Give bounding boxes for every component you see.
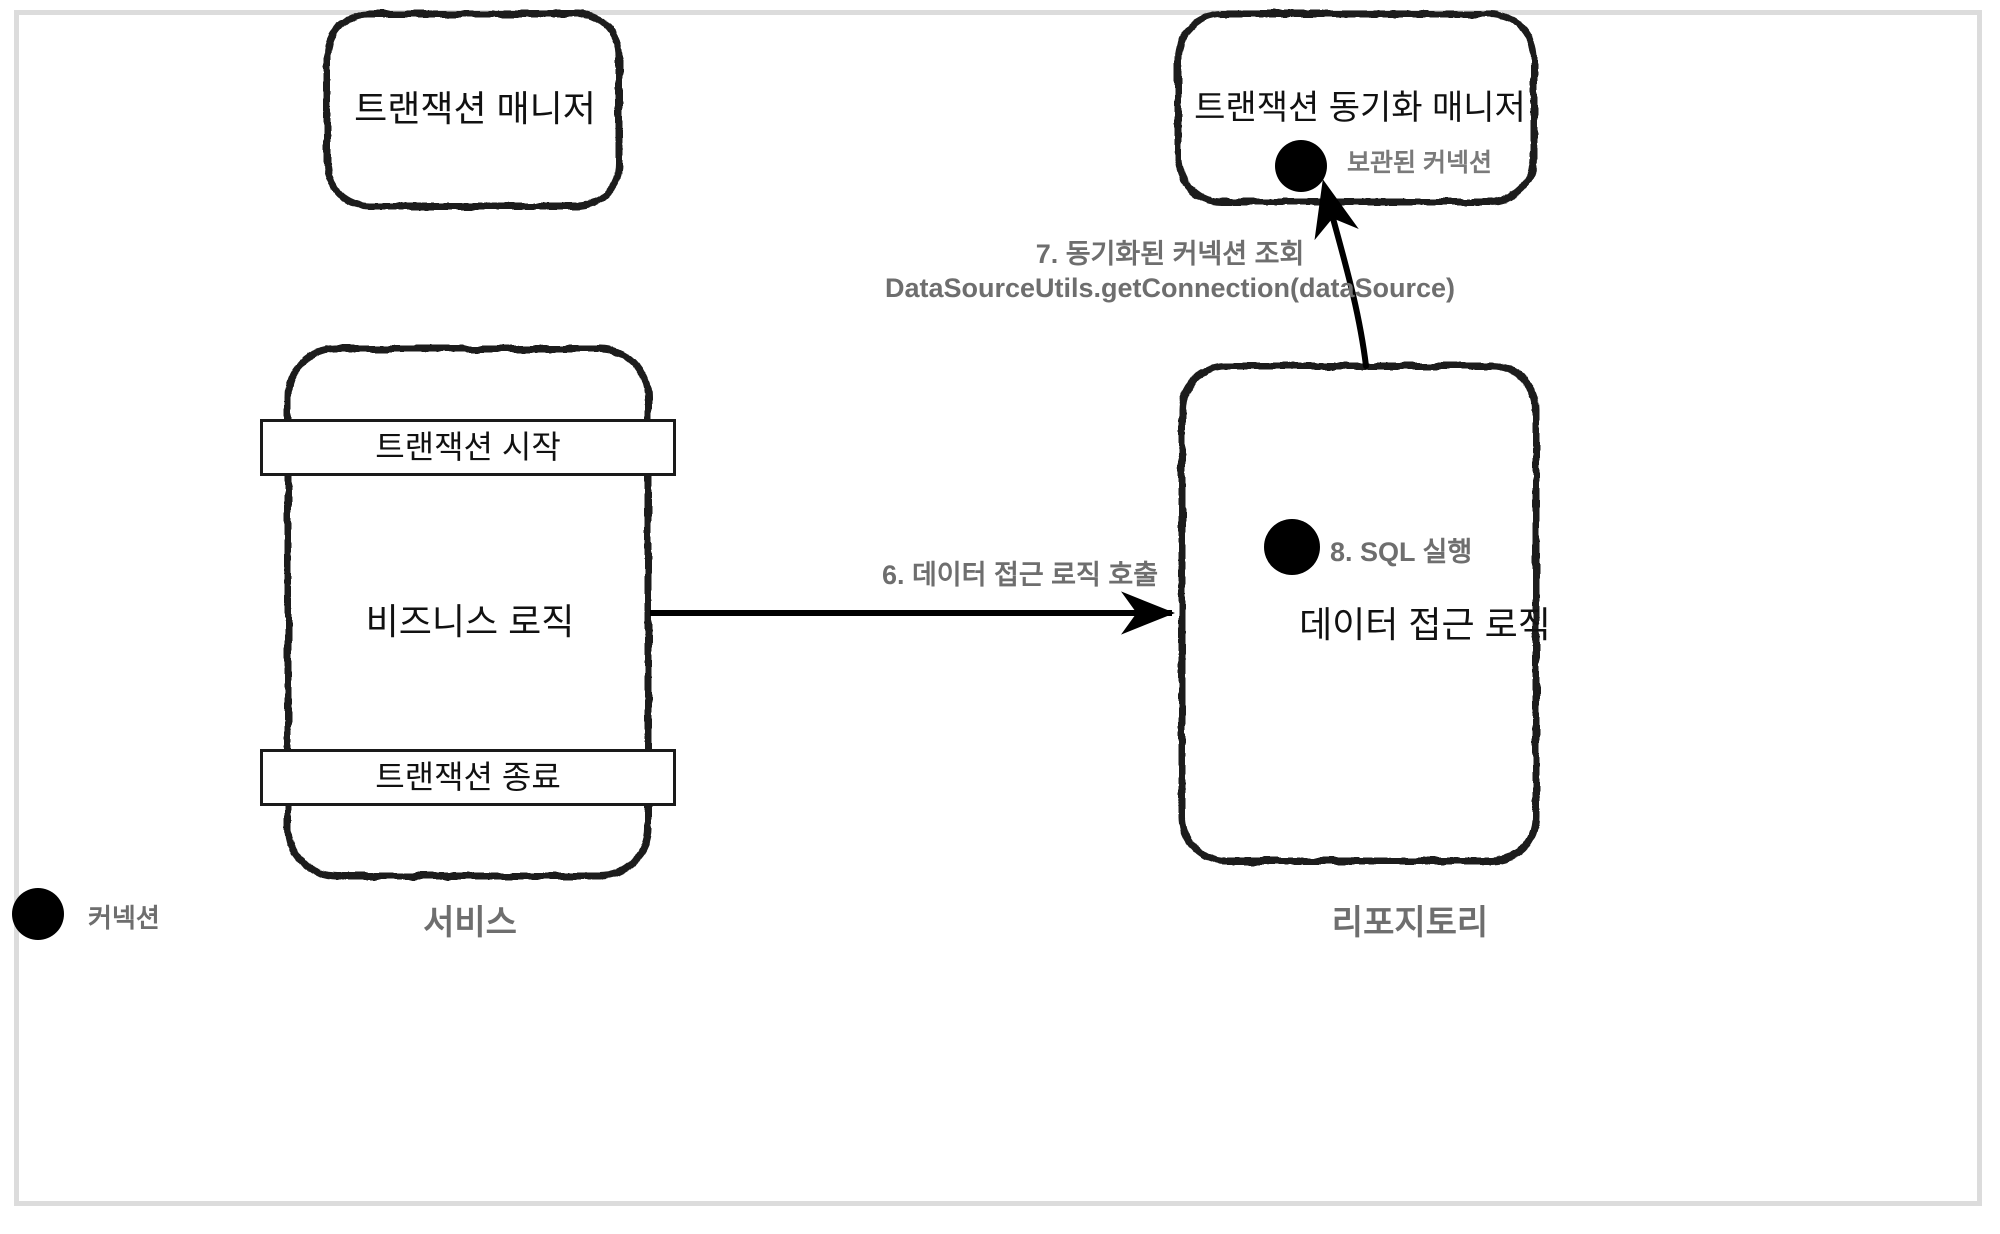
service-group-label: 서비스 xyxy=(423,904,517,942)
transaction-sync-manager-label: 트랜잭션 동기화 매니저 xyxy=(1194,89,1526,127)
transaction-end-label: 트랜잭션 종료 xyxy=(375,759,561,795)
transaction-end-band[interactable]: 트랜잭션 종료 xyxy=(260,749,676,806)
legend-connection-dot-icon xyxy=(12,888,64,940)
transaction-begin-label: 트랜잭션 시작 xyxy=(375,429,561,465)
data-access-logic-label: 데이터 접근 로직 xyxy=(1299,604,1551,645)
edge-6-label: 6. 데이터 접근 로직 호출 xyxy=(881,560,1159,590)
edge-7-label-line2: DataSourceUtils.getConnection(dataSource… xyxy=(884,272,1456,303)
legend-connection-label: 커넥션 xyxy=(88,903,160,933)
business-logic-label: 비즈니스 로직 xyxy=(365,601,575,642)
transaction-begin-band[interactable]: 트랜잭션 시작 xyxy=(260,419,676,476)
edge-7-label: 7. 동기화된 커넥션 조회 DataSourceUtils.getConnec… xyxy=(770,238,1570,306)
repository-group-label: 리포지토리 xyxy=(1331,904,1489,942)
stored-connection-label: 보관된 커넥션 xyxy=(1347,149,1492,177)
connection-dot-sync-manager xyxy=(1275,140,1327,192)
connection-dot-repository xyxy=(1264,519,1320,575)
transaction-manager-label: 트랜잭션 매니저 xyxy=(354,88,596,129)
sql-execute-step-label: 8. SQL 실행 xyxy=(1330,537,1473,567)
edge-7-label-line1: 7. 동기화된 커넥션 조회 xyxy=(1035,239,1305,269)
